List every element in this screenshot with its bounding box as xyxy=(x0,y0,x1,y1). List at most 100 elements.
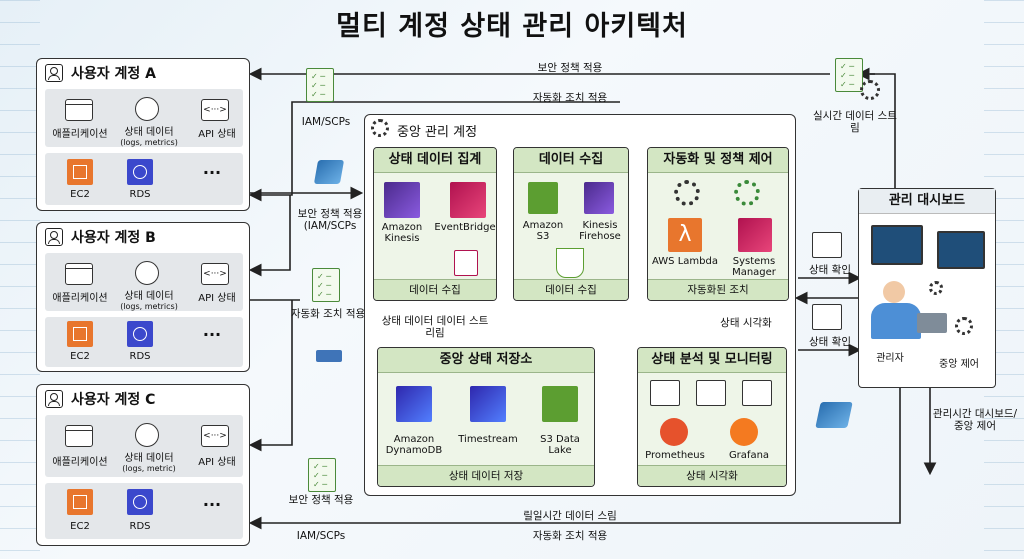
event-doc-icon xyxy=(454,250,478,276)
automation-title: 자동화 및 정책 제어 xyxy=(648,148,788,173)
application-icon xyxy=(65,99,93,121)
data-collection-footer: 데이터 수집 xyxy=(514,279,628,300)
account-c-title: 사용자 계정 C xyxy=(71,392,156,408)
monitor-icon-2 xyxy=(937,231,985,269)
grafana-icon xyxy=(730,418,758,446)
api-icon: <···> xyxy=(201,263,229,285)
eventbridge-icon xyxy=(450,182,486,218)
app-label: 애플리케이션 xyxy=(52,129,108,140)
timestream-icon xyxy=(470,386,506,422)
central-account-panel[interactable]: 중앙 관리 계정 상태 데이터 집계 Amazon Kinesis EventB… xyxy=(364,114,796,496)
policy-document-icon xyxy=(306,68,334,102)
analysis-title: 상태 분석 및 모니터링 xyxy=(638,348,786,373)
circuit-decoration-left xyxy=(0,0,40,559)
rds-icon xyxy=(127,159,153,185)
state-data-icon xyxy=(135,261,159,285)
data-collection-panel[interactable]: 데이터 수집 Amazon S3 Kinesis Firehose 데이터 수집 xyxy=(513,147,629,301)
data-cube-icon xyxy=(313,160,345,184)
central-control-label: 중앙 제어 xyxy=(939,359,979,370)
account-a-panel[interactable]: 사용자 계정 A <···> 애플리케이션 상태 데이터 (logs, metr… xyxy=(36,58,250,211)
state-data-icon xyxy=(135,97,159,121)
laptop-icon xyxy=(917,313,947,333)
control-gear-icon xyxy=(955,317,973,335)
mid-auto-label: 자동화 조치 적용 xyxy=(290,308,366,320)
ec2-icon xyxy=(67,489,93,515)
state-label: 상태 데이터 xyxy=(124,127,174,138)
gear-check-icon xyxy=(734,180,760,206)
timestream-label: Timestream xyxy=(458,434,518,445)
state-stream-label: 상태 데이터 데이터 스트리림 xyxy=(381,315,489,339)
admin-label: 관리자 xyxy=(876,353,904,364)
lambda-label: AWS Lambda xyxy=(652,256,718,267)
dashboard-panel[interactable]: 관리 대시보드 관리자 중앙 제어 xyxy=(858,188,996,388)
api-label: API 상태 xyxy=(198,457,236,468)
api-icon: <···> xyxy=(201,425,229,447)
prometheus-label: Prometheus xyxy=(645,450,705,461)
account-b-header: 사용자 계정 B xyxy=(45,227,156,247)
lock-document-icon xyxy=(312,268,340,302)
bottom-iam-label: IAM/SCPs xyxy=(296,530,346,542)
rds-label: RDS xyxy=(129,189,151,200)
user-icon xyxy=(45,64,63,82)
prometheus-icon xyxy=(660,418,688,446)
account-b-title: 사용자 계정 B xyxy=(71,230,156,246)
state-label: 상태 데이터 xyxy=(124,291,174,302)
top-auto-label: 자동화 조치 적용 xyxy=(532,92,608,104)
more-icon: ··· xyxy=(202,163,222,182)
central-store-title: 중앙 상태 저장소 xyxy=(378,348,594,373)
eventbridge-label: EventBridge xyxy=(434,222,496,233)
state-label: 상태 데이터 xyxy=(124,453,174,464)
lambda-icon: λ xyxy=(668,218,702,252)
bar-chart-icon xyxy=(650,380,680,406)
rds-icon xyxy=(127,321,153,347)
status-check-label-1: 상태 확인 xyxy=(809,264,851,276)
account-b-panel[interactable]: 사용자 계정 B <···> 애플리케이션 상태 데이터 (logs, metr… xyxy=(36,222,250,372)
s3-label: Amazon S3 xyxy=(522,220,564,242)
account-c-panel[interactable]: 사용자 계정 C <···> 애플리케이션 상태 데이터 (logs, metr… xyxy=(36,384,250,546)
state-aggregation-title: 상태 데이터 집계 xyxy=(374,148,496,173)
firehose-label: Kinesis Firehose xyxy=(579,220,621,242)
automation-panel[interactable]: 자동화 및 정책 제어 λ AWS Lambda Systems Manager… xyxy=(647,147,789,301)
gear-icon xyxy=(371,119,389,137)
ec2-label: EC2 xyxy=(70,189,90,200)
realtime-dashboard-label: 관리시간 대시보드/ 중앙 제어 xyxy=(932,408,1018,432)
analysis-panel[interactable]: 상태 분석 및 모니터링 Prometheus Grafana 상태 시각화 xyxy=(637,347,787,487)
account-a-title: 사용자 계정 A xyxy=(71,66,156,82)
user-icon xyxy=(45,390,63,408)
kinesis-label: Amazon Kinesis xyxy=(381,222,423,244)
admin-body-icon xyxy=(871,303,921,339)
viz-arrow-label: 상태 시각화 xyxy=(720,317,772,329)
user-icon xyxy=(45,228,63,246)
api-label: API 상태 xyxy=(198,129,236,140)
central-store-footer: 상태 데이터 저장 xyxy=(378,465,594,486)
central-store-panel[interactable]: 중앙 상태 저장소 Amazon DynamoDB Timestream S3 … xyxy=(377,347,595,487)
realtime-stream-label: 실시간 데이터 스트림 xyxy=(813,110,897,134)
dynamodb-label: Amazon DynamoDB xyxy=(385,434,443,456)
systems-manager-icon xyxy=(738,218,772,252)
state-aggregation-panel[interactable]: 상태 데이터 집계 Amazon Kinesis EventBridge 데이터… xyxy=(373,147,497,301)
top-policy-label: 보안 정책 적용 xyxy=(537,62,603,74)
rds-label: RDS xyxy=(129,351,151,362)
data-collection-title: 데이터 수집 xyxy=(514,148,628,173)
status-check-label-2: 상태 확인 xyxy=(809,336,851,348)
monitor-icon xyxy=(871,225,923,265)
more-icon: ··· xyxy=(202,495,222,514)
state-sub-label: (logs, metric) xyxy=(122,464,176,473)
s3-icon xyxy=(528,182,558,214)
analysis-footer: 상태 시각화 xyxy=(638,465,786,486)
api-label: API 상태 xyxy=(198,293,236,304)
grafana-label: Grafana xyxy=(728,450,770,461)
rds-icon xyxy=(127,489,153,515)
s3-data-lake-icon xyxy=(542,386,578,422)
ec2-label: EC2 xyxy=(70,521,90,532)
line-chart-icon xyxy=(742,380,772,406)
central-account-title: 중앙 관리 계정 xyxy=(397,125,478,140)
state-aggregation-footer: 데이터 수집 xyxy=(374,279,496,300)
gear-icon xyxy=(860,80,880,100)
app-label: 애플리케이션 xyxy=(52,457,108,468)
iam-top-label: IAM/SCPs xyxy=(301,116,351,128)
search-chart-icon xyxy=(812,232,842,258)
systems-manager-label: Systems Manager xyxy=(732,256,776,278)
account-a-header: 사용자 계정 A xyxy=(45,63,156,83)
application-icon xyxy=(65,263,93,285)
